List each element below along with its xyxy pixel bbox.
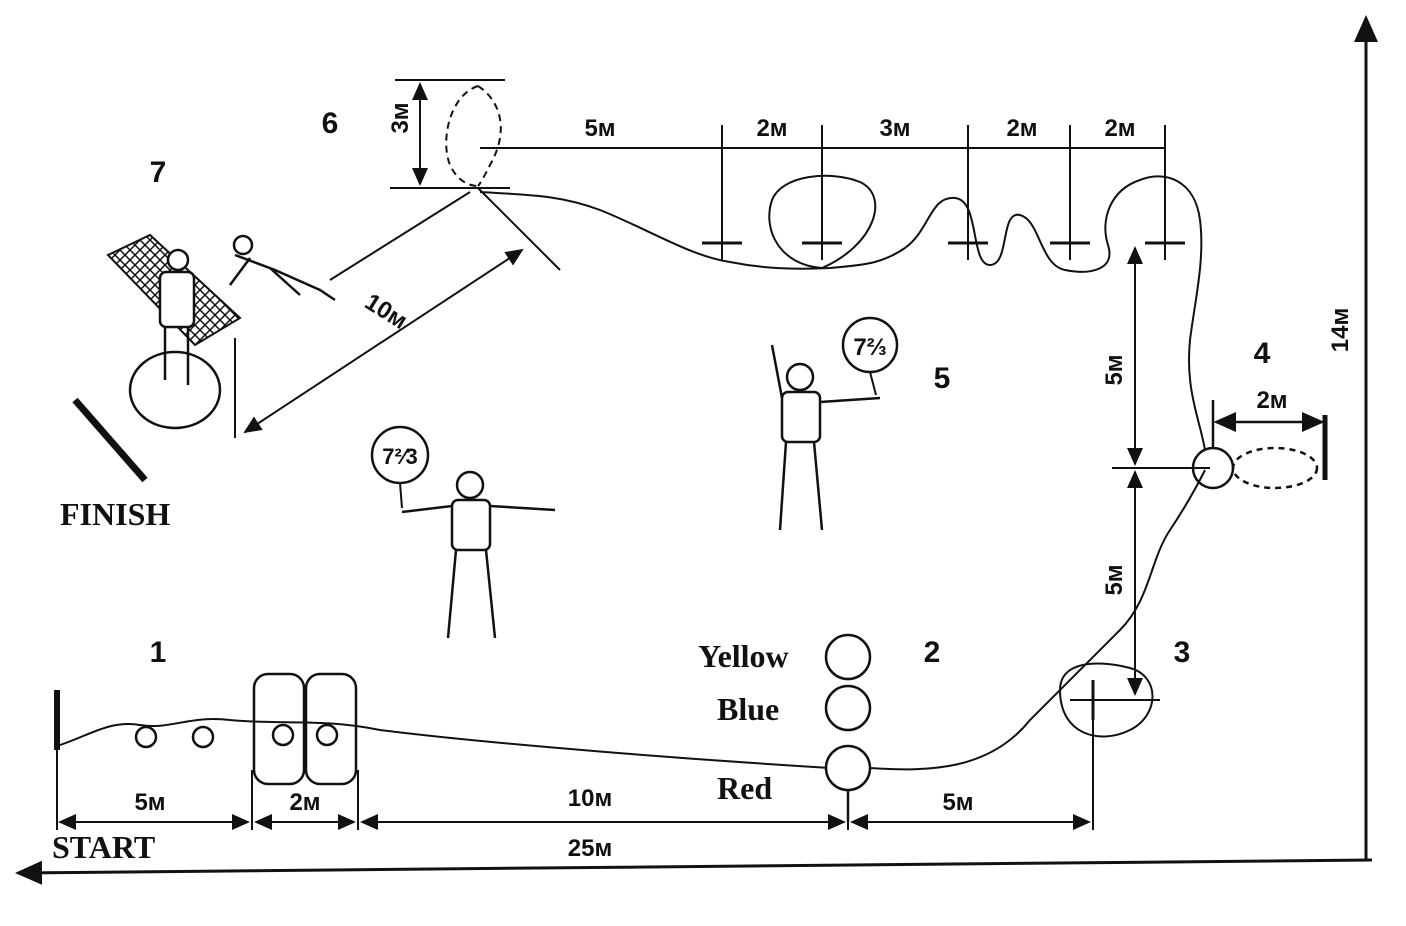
dimension-labels: 5м 2м 10м 5м 25м 5м 2м 3м 2м 2м 2м 3м 10… (134, 102, 1354, 862)
station-number-2: 2 (924, 636, 941, 669)
red-ball (824, 744, 872, 792)
color-ball-targets (824, 633, 872, 822)
crawling-figure (228, 234, 336, 302)
dim-right-5m-upper: 5м (1101, 354, 1128, 385)
dim-total-14m: 14м (1327, 308, 1354, 352)
dim-total-25m: 25м (568, 835, 612, 862)
top-dimension-lines (480, 125, 1185, 270)
station-number-6: 6 (322, 107, 339, 140)
dim-side-2m: 2м (1256, 387, 1287, 414)
blue-ball (824, 684, 872, 732)
diagonal-dimension (234, 191, 524, 438)
yellow-label: Yellow (698, 638, 789, 674)
station-1-hurdles (134, 672, 358, 786)
dim-bottom-5m-b: 5м (942, 789, 973, 816)
start-label: START (52, 829, 155, 865)
yellow-ball (824, 633, 872, 681)
dim-bottom-5m-a: 5м (134, 789, 165, 816)
right-vertical-dimensions (1112, 246, 1210, 696)
dim-height-3m: 3м (387, 102, 414, 133)
total-width-arrow (15, 858, 1373, 885)
dim-bottom-2m: 2м (289, 789, 320, 816)
dim-top-2m-a: 2м (756, 115, 787, 142)
dim-right-5m-lower: 5м (1101, 564, 1128, 595)
dim-bottom-10m: 10м (568, 785, 612, 812)
station-number-3: 3 (1174, 636, 1191, 669)
running-path (59, 175, 1206, 771)
station-7-net (72, 233, 242, 483)
dim-top-2m-c: 2м (1104, 115, 1135, 142)
red-label: Red (717, 770, 772, 806)
finish-label: FINISH (60, 496, 170, 532)
signaller-figure-5 (770, 344, 881, 531)
station-number-4: 4 (1254, 337, 1271, 370)
course-labels: START FINISH Yellow Blue Red (52, 496, 789, 865)
standing-figure-7 (158, 248, 196, 385)
station-number-7: 7 (150, 156, 167, 189)
station-3-loop (1058, 662, 1160, 738)
dim-top-5m: 5м (584, 115, 615, 142)
sign-5-text: 7⅔ (853, 334, 886, 361)
station-number-5: 5 (934, 362, 951, 395)
sign-left: 7²⁄3 (370, 425, 430, 509)
station-number-1: 1 (150, 636, 167, 669)
dim-top-2m-b: 2м (1006, 115, 1037, 142)
dim-top-3m: 3м (879, 115, 910, 142)
blue-label: Blue (717, 691, 779, 727)
station-6-hurdle (390, 79, 561, 271)
signaller-figure-left (401, 470, 556, 639)
sign-5: 7⅔ (841, 316, 899, 396)
station-numbers: 1 2 3 4 5 6 7 (150, 107, 1271, 669)
station-4-post (1191, 400, 1328, 490)
sign-left-text: 7²⁄3 (382, 444, 417, 469)
